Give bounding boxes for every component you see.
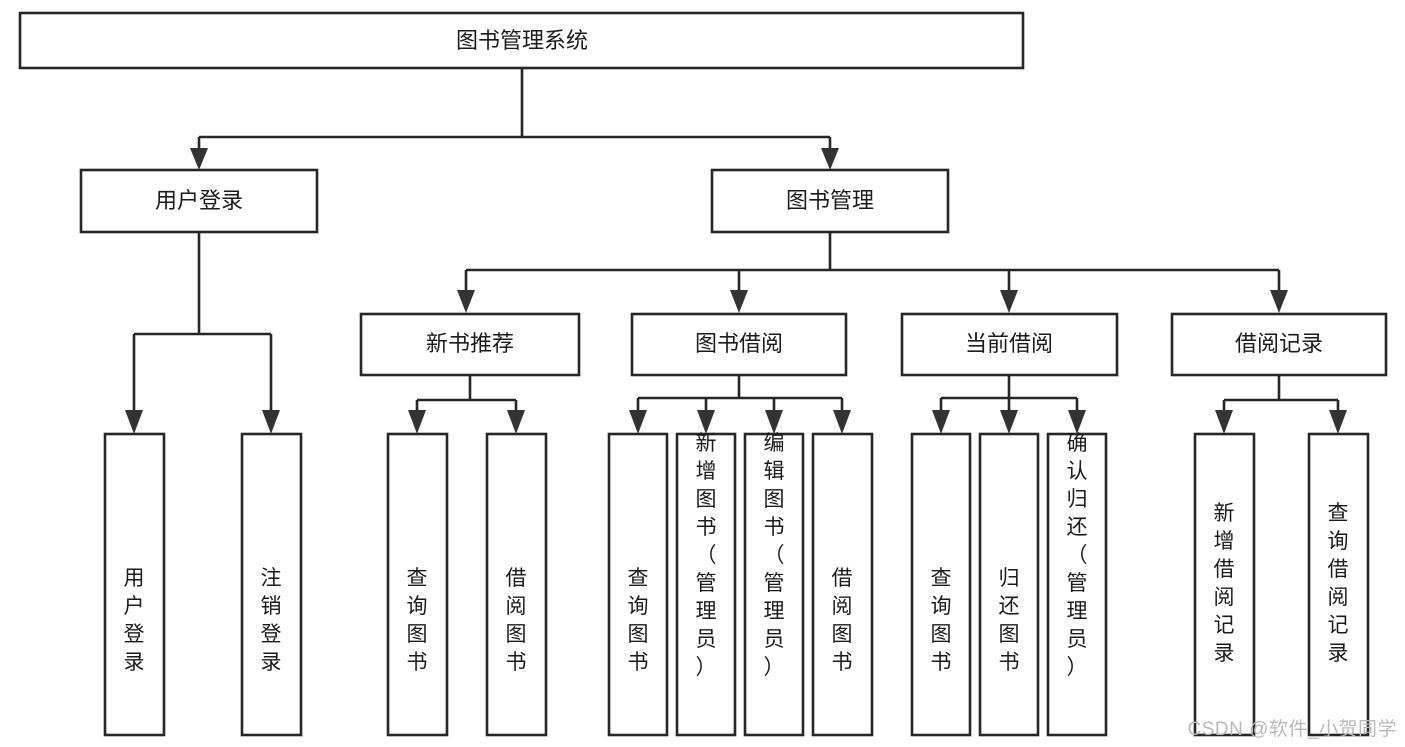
node-leaf-rec-query[interactable]: 查询图书 bbox=[386, 432, 449, 737]
node-borrow-record-box[interactable] bbox=[1170, 312, 1388, 377]
node-leaf-rec-query-box[interactable] bbox=[386, 432, 449, 737]
node-root-box[interactable] bbox=[18, 11, 1025, 70]
node-user-login-box[interactable] bbox=[79, 168, 319, 234]
arrow-to-leaf-rec-search bbox=[1329, 410, 1347, 434]
arrow-to-leaf-borrow-add bbox=[697, 410, 715, 434]
node-leaf-borrow-add-box[interactable] bbox=[675, 432, 737, 737]
arrow-to-leaf-user-login bbox=[125, 410, 143, 434]
arrow-to-borrow-record bbox=[1270, 290, 1288, 313]
node-leaf-user-logout-box[interactable] bbox=[240, 432, 303, 737]
node-leaf-borrow-lend-label: 借阅图书 bbox=[832, 567, 853, 674]
arrow-to-current-borrow bbox=[1000, 290, 1018, 313]
node-user-login-label: 用户登录 bbox=[155, 188, 243, 213]
node-leaf-borrow-query-box[interactable] bbox=[607, 432, 669, 737]
node-leaf-rec-search[interactable]: 查询借阅记录 bbox=[1307, 432, 1370, 737]
node-leaf-borrow-query-label: 查询图书 bbox=[628, 567, 649, 674]
node-current-borrow-label: 当前借阅 bbox=[965, 331, 1053, 356]
node-leaf-rec-add-label: 新增借阅记录 bbox=[1214, 502, 1235, 665]
node-borrow-record-label: 借阅记录 bbox=[1235, 331, 1323, 356]
arrow-to-leaf-borrow-edit bbox=[765, 410, 783, 434]
node-new-book-rec-box[interactable] bbox=[359, 312, 581, 377]
arrow-to-leaf-rec-query bbox=[408, 410, 426, 434]
arrow-to-leaf-cur-return bbox=[1000, 410, 1018, 434]
node-leaf-cur-query-box[interactable] bbox=[910, 432, 972, 737]
node-leaf-cur-query[interactable]: 查询图书 bbox=[910, 432, 972, 737]
node-leaf-rec-add[interactable]: 新增借阅记录 bbox=[1193, 432, 1256, 737]
node-leaf-rec-query-label: 查询图书 bbox=[407, 567, 428, 674]
node-leaf-user-logout[interactable]: 注销登录 bbox=[240, 432, 303, 737]
node-leaf-borrow-edit[interactable]: 编辑图书（管理员） bbox=[743, 432, 805, 737]
node-book-borrow[interactable]: 图书借阅 bbox=[630, 312, 848, 377]
node-leaf-rec-search-box[interactable] bbox=[1307, 432, 1370, 737]
node-leaf-rec-borrow-box[interactable] bbox=[485, 432, 548, 737]
arrow-to-leaf-cur-query bbox=[932, 410, 950, 434]
node-root[interactable]: 图书管理系统 bbox=[18, 11, 1025, 70]
arrow-to-leaf-rec-add bbox=[1215, 410, 1233, 434]
node-current-borrow-box[interactable] bbox=[900, 312, 1119, 377]
node-leaf-borrow-edit-box[interactable] bbox=[743, 432, 805, 737]
node-user-login[interactable]: 用户登录 bbox=[79, 168, 319, 234]
node-leaf-cur-confirm-box[interactable] bbox=[1046, 432, 1108, 737]
node-leaf-cur-query-label: 查询图书 bbox=[931, 567, 952, 674]
node-book-borrow-box[interactable] bbox=[630, 312, 848, 377]
node-borrow-record[interactable]: 借阅记录 bbox=[1170, 312, 1388, 377]
node-book-manage-box[interactable] bbox=[710, 168, 950, 234]
node-leaf-borrow-add-label: 新增图书（管理员） bbox=[696, 432, 717, 679]
node-leaf-rec-borrow[interactable]: 借阅图书 bbox=[485, 432, 548, 737]
node-leaf-rec-add-box[interactable] bbox=[1193, 432, 1256, 737]
node-leaf-borrow-query[interactable]: 查询图书 bbox=[607, 432, 669, 737]
node-leaf-cur-confirm[interactable]: 确认归还（管理员） bbox=[1046, 432, 1108, 737]
arrow-to-book-manage bbox=[821, 148, 839, 170]
node-leaf-cur-return-box[interactable] bbox=[978, 432, 1040, 737]
node-leaf-user-login[interactable]: 用户登录 bbox=[103, 432, 166, 737]
node-leaf-cur-return-label: 归还图书 bbox=[999, 567, 1020, 674]
node-leaf-borrow-add[interactable]: 新增图书（管理员） bbox=[675, 432, 737, 737]
node-new-book-rec[interactable]: 新书推荐 bbox=[359, 312, 581, 377]
arrow-to-leaf-cur-confirm bbox=[1068, 410, 1086, 434]
arrow-to-leaf-borrow-lend bbox=[833, 410, 851, 434]
node-leaf-rec-search-label: 查询借阅记录 bbox=[1328, 502, 1349, 665]
node-leaf-borrow-lend[interactable]: 借阅图书 bbox=[811, 432, 874, 737]
node-leaf-rec-borrow-label: 借阅图书 bbox=[506, 567, 527, 674]
arrow-to-leaf-user-logout bbox=[262, 410, 280, 434]
arrow-to-new-book-rec bbox=[457, 290, 475, 313]
connector-layer bbox=[125, 68, 1347, 434]
arrow-to-leaf-rec-borrow bbox=[507, 410, 525, 434]
arrow-to-leaf-borrow-query bbox=[629, 410, 647, 434]
arrow-to-user-login bbox=[190, 148, 208, 170]
node-current-borrow[interactable]: 当前借阅 bbox=[900, 312, 1119, 377]
node-leaf-user-login-box[interactable] bbox=[103, 432, 166, 737]
node-book-manage-label: 图书管理 bbox=[786, 188, 874, 213]
node-new-book-rec-label: 新书推荐 bbox=[426, 331, 514, 356]
csdn-watermark: CSDN @软件_小贺同学 bbox=[1187, 719, 1397, 740]
node-leaf-cur-return[interactable]: 归还图书 bbox=[978, 432, 1040, 737]
node-root-label: 图书管理系统 bbox=[456, 28, 588, 53]
node-book-borrow-label: 图书借阅 bbox=[695, 331, 783, 356]
node-leaf-user-login-label: 用户登录 bbox=[124, 567, 145, 674]
node-leaf-borrow-lend-box[interactable] bbox=[811, 432, 874, 737]
node-leaf-user-logout-label: 注销登录 bbox=[261, 567, 282, 674]
arrow-to-book-borrow bbox=[730, 290, 748, 313]
node-leaf-cur-confirm-label: 确认归还（管理员） bbox=[1067, 432, 1088, 679]
node-leaf-borrow-edit-label: 编辑图书（管理员） bbox=[764, 432, 785, 679]
node-book-manage[interactable]: 图书管理 bbox=[710, 168, 950, 234]
